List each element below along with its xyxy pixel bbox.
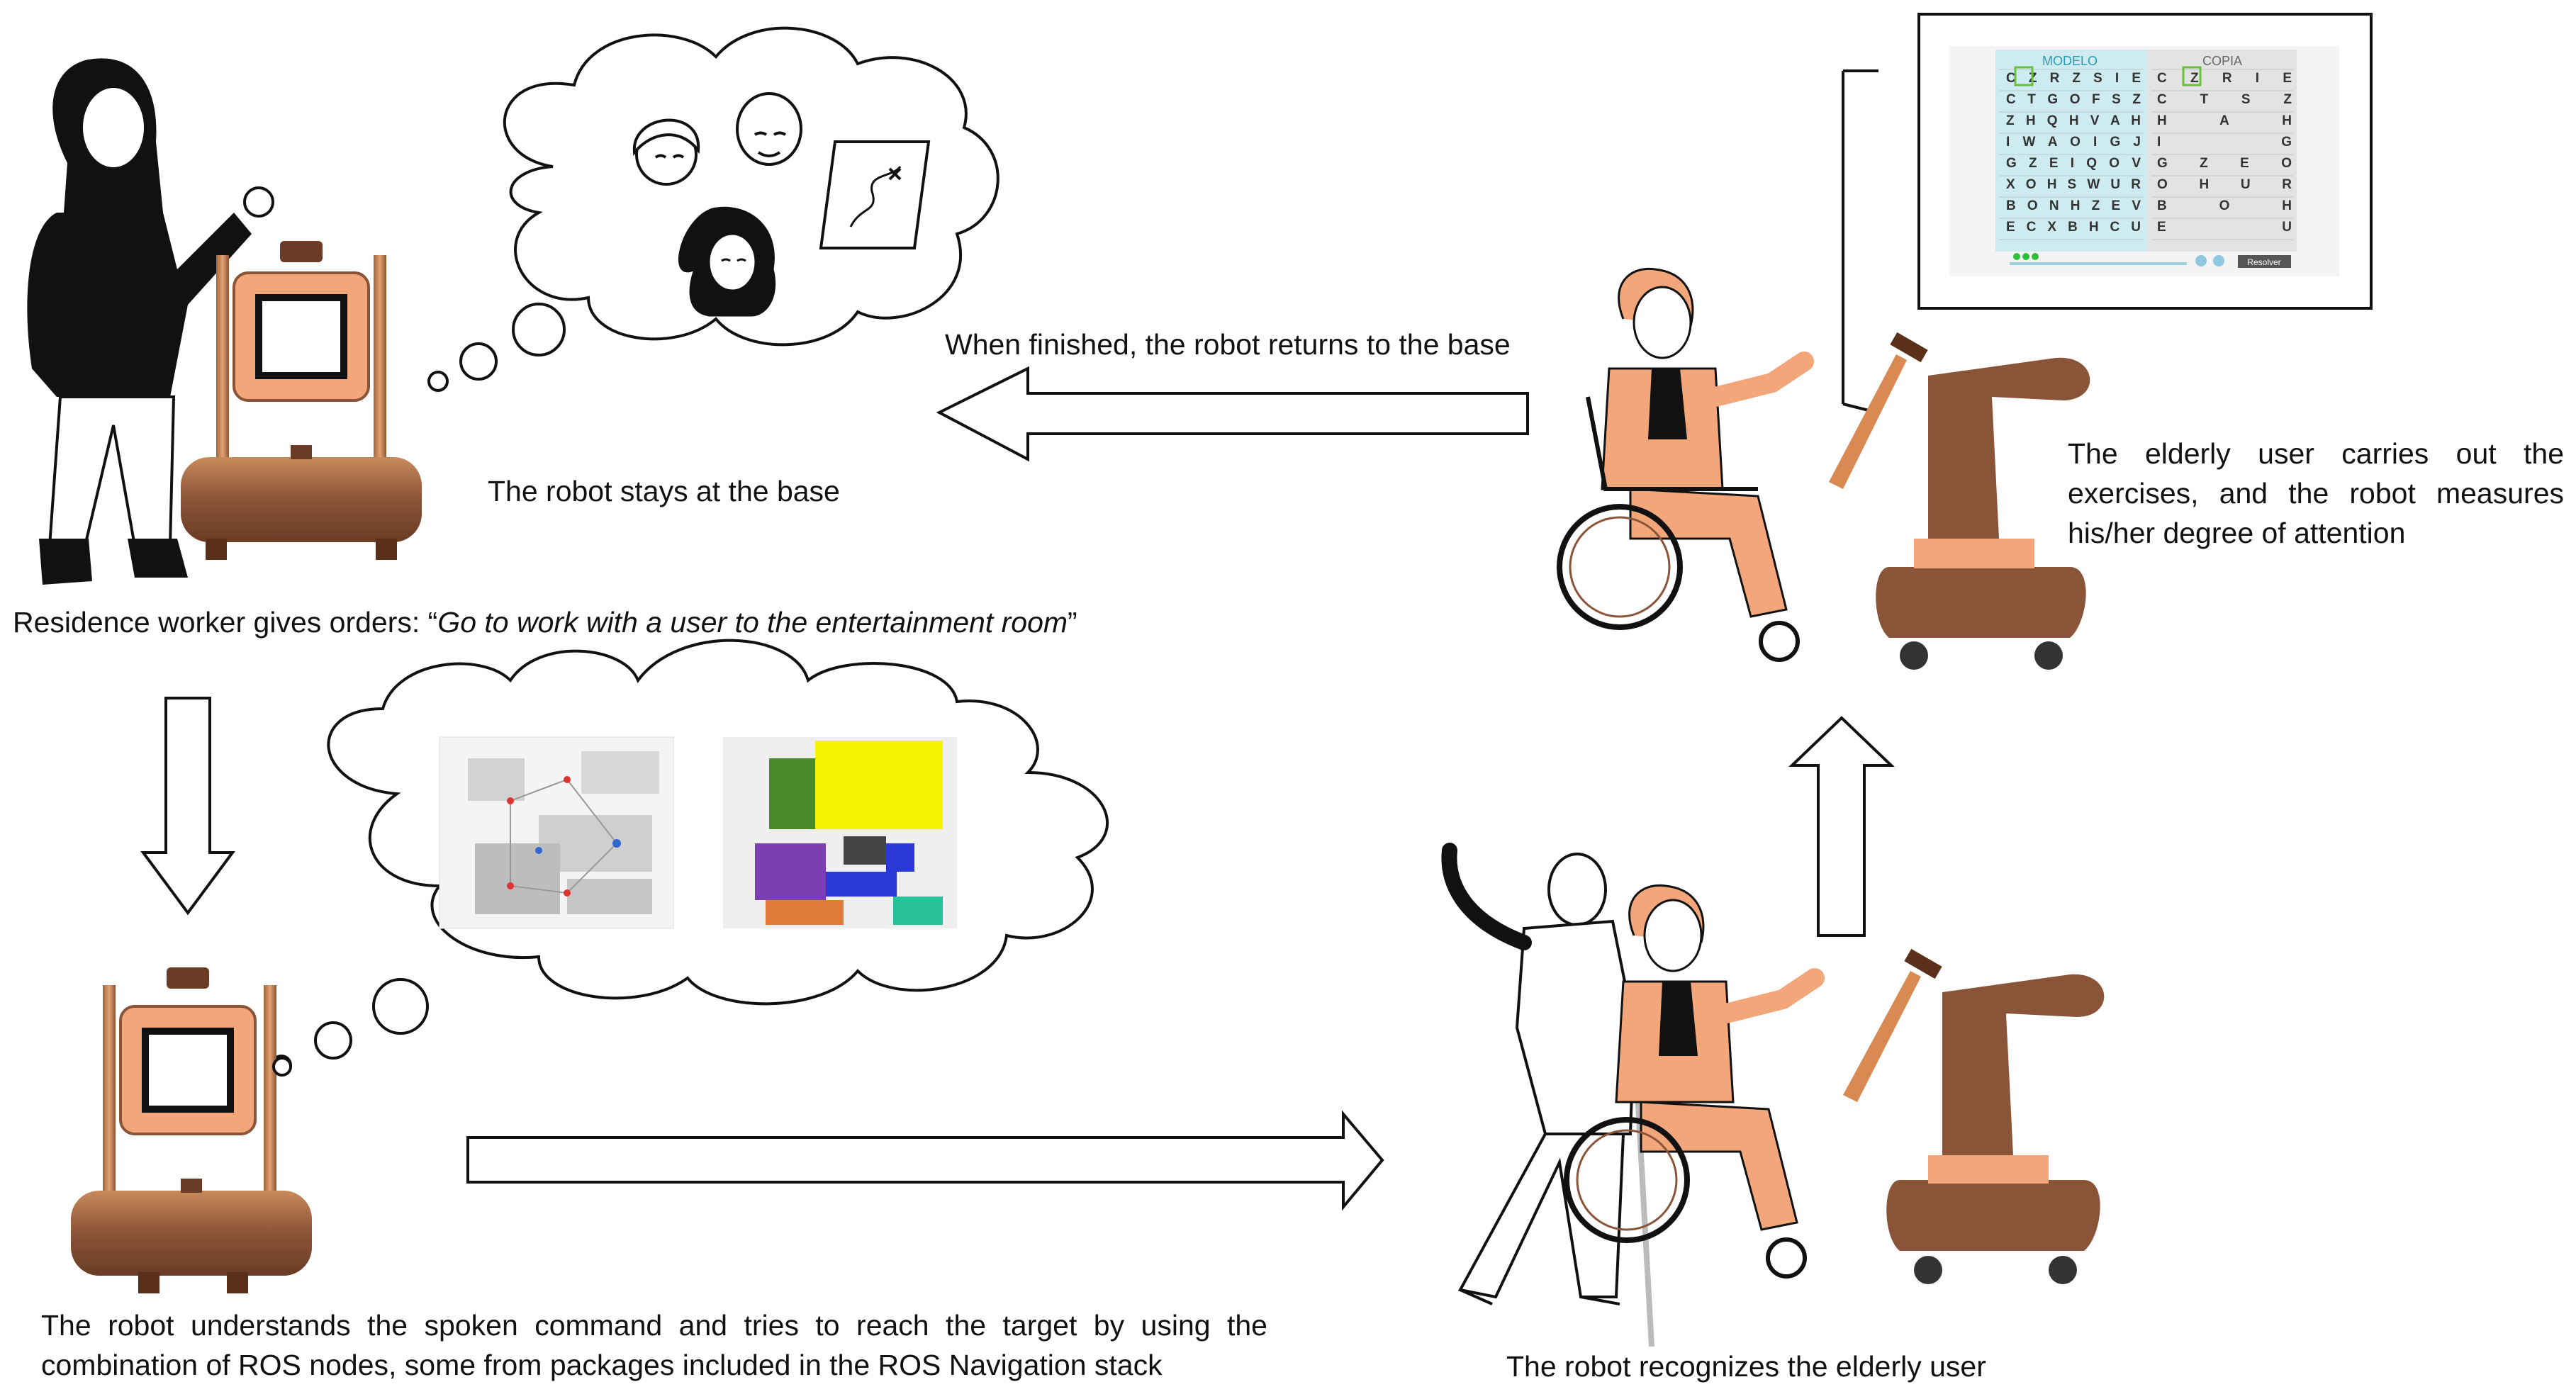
robot-base-top-icon xyxy=(181,241,422,560)
robot-arm-bottom-icon xyxy=(1843,948,2105,1284)
understands-caption-line2: combination of ROS nodes, some from pack… xyxy=(41,1349,1163,1381)
copy-header: COPIA xyxy=(2202,54,2242,68)
copy-grid-row: C Z R I E xyxy=(2157,71,2292,86)
face-bald-man-icon xyxy=(736,92,802,166)
resolver-button-label: Resolver xyxy=(2247,257,2280,267)
arrow-right-icon xyxy=(466,1110,1384,1211)
arrow-left-icon xyxy=(936,366,1529,462)
copy-cell-highlight xyxy=(2182,66,2202,86)
worker-caption-suffix: ” xyxy=(1068,606,1077,639)
worker-caption-prefix: Residence worker gives orders: “ xyxy=(13,606,438,639)
exercises-caption-line1: The elderly user carries out the xyxy=(2068,437,2564,470)
worker-caption: Residence worker gives orders: “Go to wo… xyxy=(13,602,1077,642)
arrow-down-icon xyxy=(140,697,235,916)
map-grey-graph-icon xyxy=(439,736,674,929)
model-header: MODELO xyxy=(2042,54,2098,68)
map-colored-rooms-icon xyxy=(723,737,957,928)
residence-worker-figure xyxy=(27,58,274,585)
face-dark-hair-woman-icon xyxy=(678,206,776,317)
returns-to-base-caption: When finished, the robot returns to the … xyxy=(945,328,1511,361)
exercises-caption-line2: exercises, and the robot measures xyxy=(2068,477,2564,510)
worker-caption-quote: Go to work with a user to the entertainm… xyxy=(437,606,1068,639)
progress-dots xyxy=(2010,253,2187,265)
resolver-button[interactable] xyxy=(2238,255,2291,268)
exercises-caption-line3: his/her degree of attention xyxy=(2068,517,2406,549)
info-icon[interactable] xyxy=(2195,255,2207,266)
thought-cloud-bottom-icon xyxy=(271,639,1109,1076)
model-grid-row: C T G O F S Z xyxy=(2006,92,2141,107)
arrow-up-icon xyxy=(1788,716,1895,937)
face-woman-icon xyxy=(632,118,700,186)
map-scroll-icon xyxy=(819,140,931,249)
understands-caption-line1: The robot understands the spoken command… xyxy=(41,1309,1267,1342)
selected-cell-highlight xyxy=(2014,66,2034,86)
stays-at-base-caption: The robot stays at the base xyxy=(488,475,840,507)
robot-base-bottom-icon xyxy=(71,967,312,1293)
help-icon[interactable] xyxy=(2213,255,2224,266)
thought-cloud-top-icon xyxy=(427,26,999,392)
robot-arm-top-icon xyxy=(1829,332,2090,670)
grid-lines xyxy=(1999,69,2293,240)
elderly-man-waving xyxy=(1441,843,1636,1305)
recognizes-caption: The robot recognizes the elderly user xyxy=(1506,1350,1986,1383)
screen-leader-line-tail xyxy=(1842,403,1872,412)
elderly-woman-wheelchair-bottom xyxy=(1564,884,1825,1279)
elderly-woman-wheelchair-top xyxy=(1557,267,1814,662)
